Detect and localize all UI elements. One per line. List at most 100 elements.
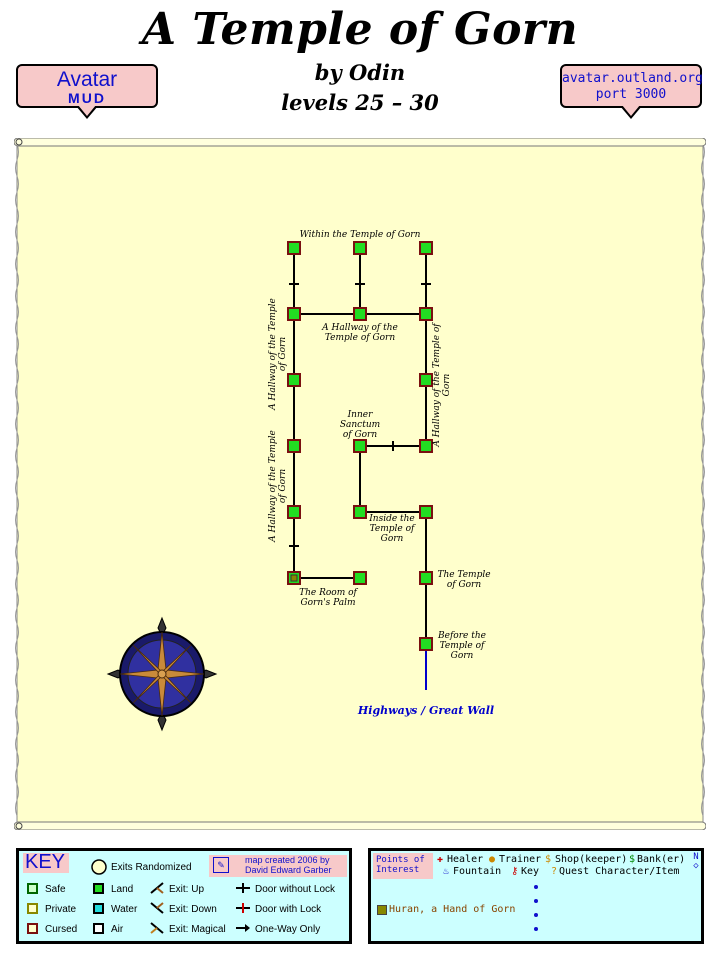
map-author: by Odin — [314, 60, 406, 85]
rooms — [287, 241, 433, 651]
room-label: A Hallway of the Temple of Gorn — [268, 430, 288, 542]
trainer-icon: ● — [489, 854, 496, 865]
exit-up-label: Exit: Up — [169, 884, 205, 895]
room-hallway-nw[interactable] — [287, 307, 301, 321]
room-label: Inner Sanctum of Gorn — [339, 410, 381, 440]
bank-icon: $ — [629, 854, 636, 865]
exit-label-highways[interactable]: Highways / Great Wall — [357, 704, 495, 717]
room-hallway-ne[interactable] — [419, 307, 433, 321]
healer-label: Healer — [447, 854, 484, 865]
land-swatch — [93, 883, 104, 894]
room-within-temple-east[interactable] — [419, 241, 433, 255]
key-title: KEY — [25, 851, 66, 873]
exits-randomized-label: Exits Randomized — [111, 862, 192, 873]
key-icon: ⚷ — [511, 866, 519, 877]
room-inside-temple[interactable] — [353, 505, 367, 519]
room-label: Before the Temple of Gorn — [438, 631, 486, 661]
room-hallway-east-2[interactable] — [419, 373, 433, 387]
room-label: The Temple of Gorn — [437, 570, 491, 590]
water-label: Water — [111, 904, 138, 915]
cursed-swatch — [27, 923, 38, 934]
door-no-lock-label: Door without Lock — [255, 884, 336, 895]
room-within-temple-west[interactable] — [287, 241, 301, 255]
map-title: A Temple of Gorn — [141, 4, 579, 55]
key-title-bg — [23, 853, 69, 873]
logo-line-2: MUD — [68, 90, 106, 106]
exit-down-label: Exit: Down — [169, 904, 217, 915]
huran-marker-icon — [377, 905, 387, 915]
quest-label: Quest Character/Item — [559, 866, 680, 877]
poi-marker-huran — [290, 574, 298, 582]
private-label: Private — [45, 904, 77, 915]
room-label: A Hallway of the Temple of Gorn — [268, 298, 288, 410]
room-before-temple[interactable] — [419, 637, 433, 651]
one-way-label: One-Way Only — [255, 924, 321, 935]
credit-line-2: David Edward Garber — [245, 865, 332, 875]
door-no-lock-icon — [236, 883, 250, 893]
room-label: A Hallway of the Temple of Gorn — [322, 323, 398, 343]
server-badge[interactable]: avatar.outland.org port 3000 — [560, 64, 703, 119]
room-label: Inside the Temple of Gorn — [369, 514, 415, 544]
server-line-1: avatar.outland.org — [562, 71, 703, 86]
scroll-bottom-roll — [14, 821, 706, 830]
room-inside-temple-east[interactable] — [419, 505, 433, 519]
room-hallway-east-3[interactable] — [419, 439, 433, 453]
credit-bg — [209, 855, 347, 877]
room-within-temple-center[interactable] — [353, 241, 367, 255]
scroll-curl-top — [15, 138, 23, 146]
exit-magical-label: Exit: Magical — [169, 924, 226, 935]
avatar-mud-logo[interactable]: Avatar MUD — [16, 64, 158, 119]
room-label: Within the Temple of Gorn — [299, 230, 421, 240]
land-label: Land — [111, 884, 134, 895]
poi-column-dots — [534, 885, 538, 941]
one-way-arrow-icon — [236, 924, 250, 932]
scroll-quill-icon: ✎ — [213, 857, 229, 873]
poi-title-line-1: Points of — [376, 855, 425, 865]
room-hallway-center[interactable] — [353, 307, 367, 321]
room-palm-east[interactable] — [353, 571, 367, 585]
key-poi-label: Key — [521, 866, 540, 877]
safe-label: Safe — [45, 884, 66, 895]
door-lock-icon — [236, 903, 250, 913]
exit-up-icon — [150, 882, 164, 894]
logo-line-1: Avatar — [56, 68, 118, 91]
shop-icon: $ — [545, 854, 552, 865]
scroll-top-roll — [14, 138, 706, 147]
room-label: A Hallway of the Temple of Gorn — [432, 323, 452, 447]
fountain-icon: ♨ — [443, 866, 450, 877]
room-hallway-west-2[interactable] — [287, 373, 301, 387]
door-lock-label: Door with Lock — [255, 904, 322, 915]
map-levels: levels 25 – 30 — [281, 90, 439, 115]
poi-title-bg — [373, 853, 433, 879]
exits-randomized-icon — [91, 859, 107, 875]
compass-rose-icon — [106, 616, 218, 732]
air-swatch — [93, 923, 104, 934]
trainer-label: Trainer — [499, 854, 542, 865]
exit-magical-icon — [150, 922, 164, 934]
credit-line-1: map created 2006 by — [245, 855, 330, 865]
room-label: The Room of Gorn's Palm — [299, 588, 357, 608]
shop-label: Shop(keeper) — [555, 854, 628, 865]
fountain-label: Fountain — [453, 866, 502, 877]
parchment-left-edge — [15, 143, 19, 817]
room-inner-sanctum[interactable] — [353, 439, 367, 453]
quest-icon: ? — [551, 866, 558, 877]
bank-label: Bank(er) — [637, 854, 686, 865]
healer-icon: ✚ — [437, 854, 444, 865]
north-compass-icon: N◇ — [693, 852, 699, 871]
safe-swatch — [27, 883, 38, 894]
badge-tail-inner — [622, 105, 640, 116]
cursed-label: Cursed — [45, 924, 78, 935]
badge-tail-inner — [78, 105, 96, 116]
parchment-right-edge — [701, 143, 705, 817]
poi-item-huran[interactable]: Huran, a Hand of Gorn — [389, 904, 516, 915]
poi-title-line-2: Interest — [376, 865, 420, 875]
room-hallway-west-3[interactable] — [287, 439, 301, 453]
key-legend: KEY Exits Randomized ✎ map created 2006 … — [16, 848, 352, 944]
room-temple-of-gorn[interactable] — [419, 571, 433, 585]
room-hallway-west-4[interactable] — [287, 505, 301, 519]
private-swatch — [27, 903, 38, 914]
water-swatch — [93, 903, 104, 914]
air-label: Air — [111, 924, 124, 935]
